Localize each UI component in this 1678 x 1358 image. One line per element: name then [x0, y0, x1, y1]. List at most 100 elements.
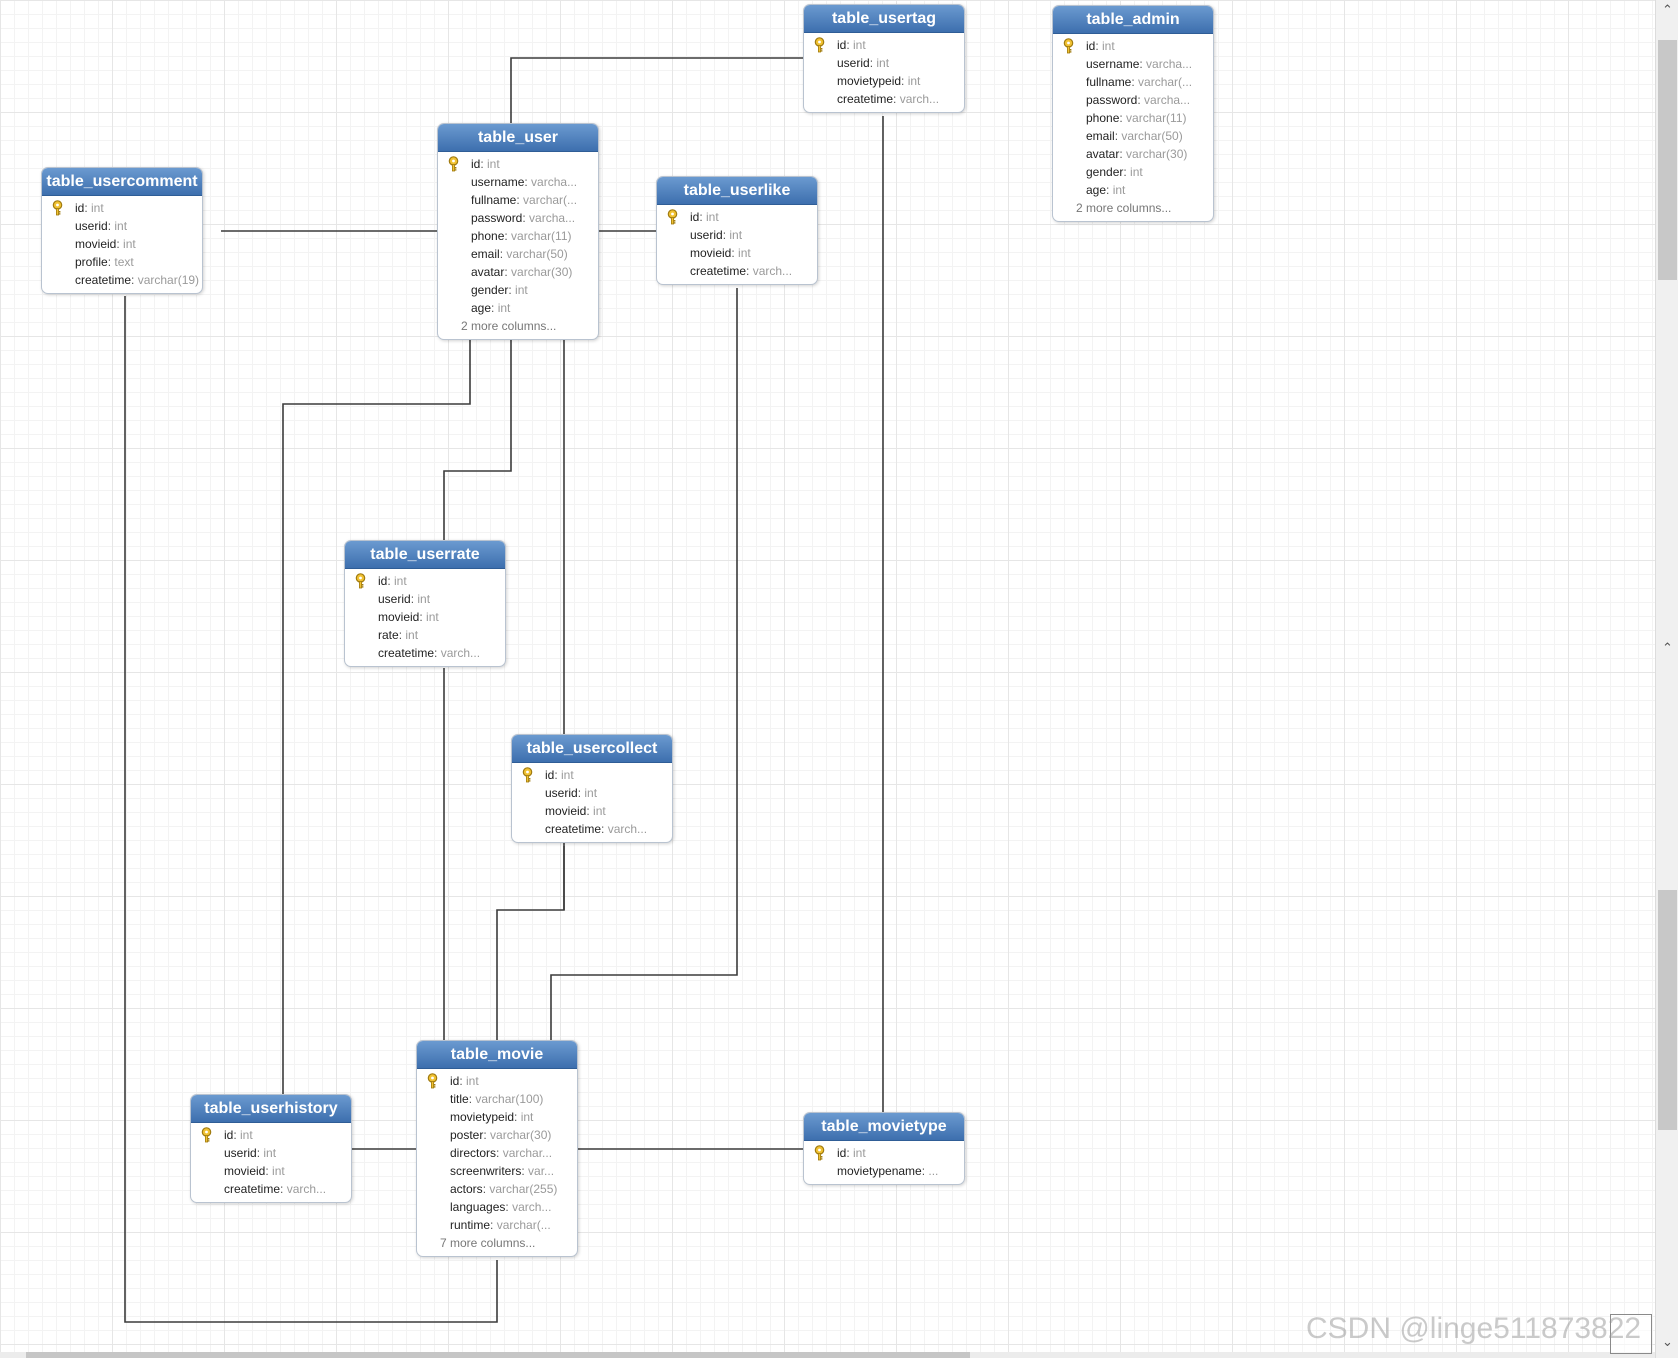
column-row[interactable]: movietypename: ... [804, 1162, 964, 1180]
table-title[interactable]: table_movietype [804, 1113, 964, 1141]
column-row[interactable]: phone: varchar(11) [438, 227, 598, 245]
column-row[interactable]: title: varchar(100) [417, 1090, 577, 1108]
column-row[interactable]: userid: int [512, 784, 672, 802]
table-title[interactable]: table_user [438, 124, 598, 152]
column-row[interactable]: id: int [42, 199, 202, 217]
column-row[interactable]: id: int [438, 155, 598, 173]
table-title[interactable]: table_userlike [657, 177, 817, 205]
chevron-up-icon[interactable]: ⌃ [1662, 2, 1673, 17]
column-row[interactable]: gender: int [1053, 163, 1213, 181]
column-row[interactable]: createtime: varch... [345, 644, 505, 662]
column-row[interactable]: avatar: varchar(30) [1053, 145, 1213, 163]
relation-userrate-user [443, 340, 512, 540]
column-row[interactable]: gender: int [438, 281, 598, 299]
column-row[interactable]: createtime: varch... [191, 1180, 351, 1198]
column-name: screenwriters [450, 1164, 522, 1178]
more-columns-link[interactable]: 2 more columns... [461, 319, 557, 333]
column-separator: : [480, 157, 488, 171]
column-type: varch... [607, 822, 648, 836]
column-row[interactable]: age: int [438, 299, 598, 317]
corner-button[interactable] [1610, 1314, 1652, 1354]
column-row[interactable]: email: varchar(50) [438, 245, 598, 263]
column-name: movieid [224, 1164, 266, 1178]
column-row[interactable]: id: int [804, 1144, 964, 1162]
column-row[interactable]: userid: int [191, 1144, 351, 1162]
column-row[interactable]: directors: varchar... [417, 1144, 577, 1162]
column-row[interactable]: fullname: varchar(... [438, 191, 598, 209]
column-row[interactable]: createtime: varchar(19) [42, 271, 202, 289]
column-separator: : [1106, 183, 1113, 197]
more-columns-link[interactable]: 2 more columns... [1076, 201, 1172, 215]
scroll-thumb[interactable] [26, 1352, 970, 1358]
column-type: int [515, 283, 528, 297]
column-row[interactable]: password: varcha... [438, 209, 598, 227]
table-title[interactable]: table_admin [1053, 6, 1213, 34]
column-type: int [1130, 165, 1143, 179]
column-row[interactable]: movietypeid: int [804, 72, 964, 90]
column-row[interactable]: id: int [657, 208, 817, 226]
column-row[interactable]: movieid: int [657, 244, 817, 262]
column-type: varch... [899, 92, 940, 106]
column-row[interactable]: id: int [1053, 37, 1213, 55]
column-row[interactable]: userid: int [345, 590, 505, 608]
column-row[interactable]: profile: text [42, 253, 202, 271]
column-row[interactable]: createtime: varch... [657, 262, 817, 280]
column-row[interactable]: userid: int [657, 226, 817, 244]
column-row[interactable]: email: varchar(50) [1053, 127, 1213, 145]
column-row[interactable]: id: int [417, 1072, 577, 1090]
column-row[interactable]: username: varcha... [438, 173, 598, 191]
table-title[interactable]: table_usercomment [42, 168, 202, 196]
column-row[interactable]: avatar: varchar(30) [438, 263, 598, 281]
column-row[interactable]: phone: varchar(11) [1053, 109, 1213, 127]
column-row[interactable]: id: int [191, 1126, 351, 1144]
column-row[interactable]: userid: int [42, 217, 202, 235]
column-row[interactable]: age: int [1053, 181, 1213, 199]
column-row[interactable]: rate: int [345, 626, 505, 644]
column-row[interactable]: screenwriters: var... [417, 1162, 577, 1180]
scroll-thumb[interactable] [1658, 890, 1677, 1130]
column-row[interactable]: movietypeid: int [417, 1108, 577, 1126]
column-separator: : [233, 1128, 241, 1142]
column-row[interactable]: fullname: varchar(... [1053, 73, 1213, 91]
column-row[interactable]: movieid: int [191, 1162, 351, 1180]
column-separator: : [1119, 111, 1127, 125]
column-row[interactable]: languages: varch... [417, 1198, 577, 1216]
more-columns-link[interactable]: 7 more columns... [440, 1236, 536, 1250]
table-title[interactable]: table_userhistory [191, 1095, 351, 1123]
column-row[interactable]: runtime: varchar(... [417, 1216, 577, 1234]
chevron-up-icon[interactable]: ⌃ [1662, 640, 1673, 655]
column-row[interactable]: username: varcha... [1053, 55, 1213, 73]
column-row[interactable]: poster: varchar(30) [417, 1126, 577, 1144]
scroll-thumb[interactable] [1658, 40, 1677, 280]
column-name: id [837, 1146, 847, 1160]
horizontal-scrollbar[interactable] [0, 1352, 1655, 1358]
table-title[interactable]: table_movie [417, 1041, 577, 1069]
column-row[interactable]: createtime: varch... [804, 90, 964, 108]
column-row[interactable]: createtime: varch... [512, 820, 672, 838]
table-title[interactable]: table_usertag [804, 5, 964, 33]
column-row[interactable]: actors: varchar(255) [417, 1180, 577, 1198]
column-row[interactable]: userid: int [804, 54, 964, 72]
column-row[interactable]: movieid: int [42, 235, 202, 253]
chevron-down-icon[interactable]: ⌄ [1662, 1334, 1673, 1349]
column-row[interactable]: id: int [804, 36, 964, 54]
column-row[interactable]: id: int [345, 572, 505, 590]
column-row[interactable]: movieid: int [512, 802, 672, 820]
column-row[interactable]: movieid: int [345, 608, 505, 626]
table-title[interactable]: table_usercollect [512, 735, 672, 763]
vertical-scrollbar[interactable]: ⌃ ⌃ ⌄ [1655, 0, 1678, 1358]
table-title[interactable]: table_userrate [345, 541, 505, 569]
column-row[interactable]: id: int [512, 766, 672, 784]
column-row[interactable]: password: varcha... [1053, 91, 1213, 109]
